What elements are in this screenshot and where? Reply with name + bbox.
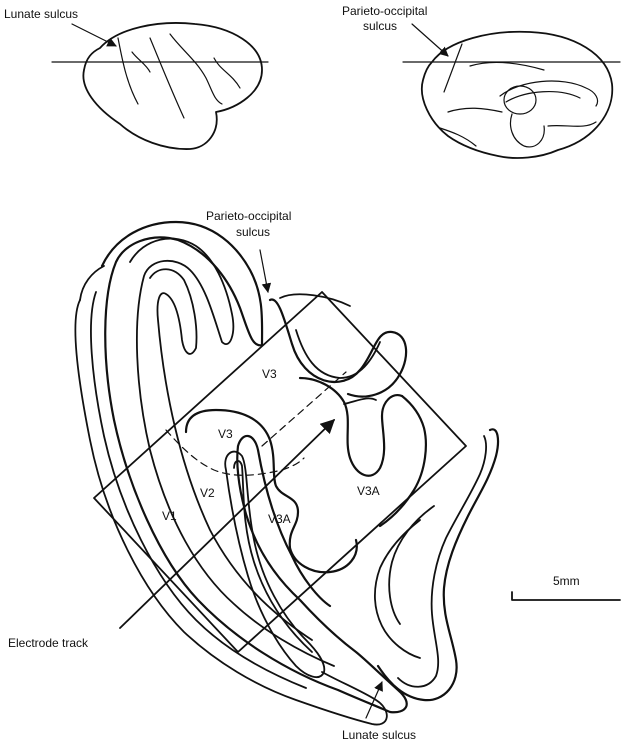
po-sulcus-contour-b — [280, 294, 350, 306]
lunate-bottom-label: Lunate sulcus — [342, 728, 416, 742]
po-main-label-line2: sulcus — [236, 225, 270, 239]
medial-sulcus-2 — [548, 122, 596, 126]
area-label-v1: V1 — [162, 509, 177, 523]
area-label-v3-lower: V3 — [218, 427, 233, 441]
medial-sulcus-3 — [440, 128, 476, 146]
medial-brain-view: Parieto-occipital sulcus — [342, 4, 620, 158]
lunate-top-pointer — [72, 24, 116, 46]
lower-fold-inner — [398, 436, 486, 687]
v1-top-loop — [80, 266, 104, 300]
scale-bar-line — [512, 592, 620, 600]
po-top-label-line2: sulcus — [363, 19, 397, 33]
lower-fold-mid-2 — [389, 506, 434, 624]
area-label-v2: V2 — [200, 486, 215, 500]
lateral-brain-view: Lunate sulcus — [4, 7, 268, 149]
lunate-bottom-pointer — [366, 682, 382, 718]
area-label-v3a-right: V3A — [357, 484, 380, 498]
lateral-sulcus-1 — [150, 38, 184, 118]
scale-bar: 5mm — [512, 574, 620, 600]
v2-fold-inner — [234, 461, 312, 652]
lower-fold-mid — [375, 520, 420, 658]
corpus-callosum-inner — [506, 92, 580, 102]
lateral-brain-outline — [83, 23, 262, 149]
v1-contour-4 — [91, 292, 306, 688]
area-label-v3a-left: V3A — [268, 512, 291, 526]
v1-contour-3 — [75, 300, 386, 725]
outer-cortex-contour — [102, 222, 407, 712]
calcarine-sulcus — [448, 108, 502, 112]
medial-sulcus-1 — [470, 63, 544, 70]
corpus-callosum-outer — [500, 81, 598, 106]
v3a-right-lobe — [380, 396, 426, 526]
area-label-v3-upper: V3 — [262, 367, 277, 381]
po-top-label-line1: Parieto-occipital — [342, 4, 427, 18]
lateral-sulcus-2 — [170, 34, 222, 104]
scale-bar-label: 5mm — [553, 574, 580, 588]
po-main-label-line1: Parieto-occipital — [206, 209, 291, 223]
parieto-occipital-sulcus-medial — [444, 44, 462, 92]
electrode-track-label: Electrode track — [8, 636, 89, 650]
lunate-sulcus-lateral — [118, 38, 138, 104]
v3-fold-inner — [344, 398, 376, 404]
po-sulcus-contour-a — [270, 300, 406, 397]
v3-fold — [300, 378, 402, 476]
po-top-pointer — [412, 24, 448, 56]
lunate-top-label: Lunate sulcus — [4, 7, 78, 21]
brainstem-shape — [511, 114, 545, 147]
medial-brain-outline — [422, 32, 612, 158]
po-main-pointer — [260, 250, 268, 292]
